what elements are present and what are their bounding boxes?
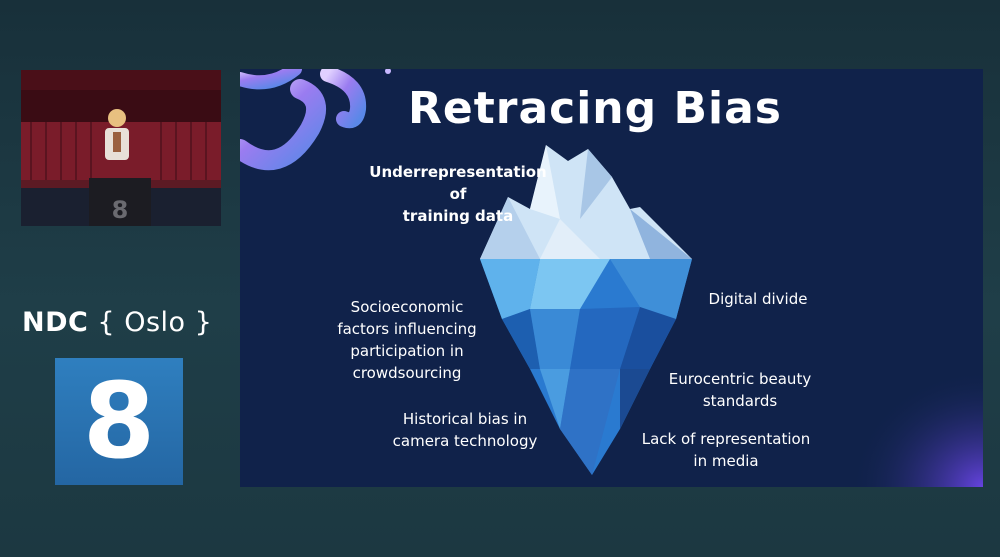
label-line: Lack of representation: [641, 430, 811, 448]
label-eurocentric-beauty: Eurocentric beauty standards: [660, 368, 820, 412]
label-line: standards: [702, 392, 778, 410]
label-line: crowdsourcing: [352, 364, 462, 382]
iceberg-illustration: [480, 145, 692, 475]
label-line: Digital divide: [708, 290, 808, 308]
brace-close: }: [194, 307, 213, 338]
podium-number: 8: [112, 196, 129, 224]
label-training-data: Underrepresentation of training data: [360, 161, 556, 227]
label-line: Socioeconomic: [350, 298, 464, 316]
label-line: Eurocentric beauty: [668, 370, 812, 388]
label-line: factors influencing: [337, 320, 477, 338]
label-line: participation in: [350, 342, 464, 360]
slide-artwork: [240, 69, 983, 487]
stage-scene: 8: [21, 70, 221, 226]
brand-name: NDC: [22, 307, 89, 338]
conference-brand: NDC { Oslo }: [22, 307, 222, 338]
label-line: training data: [402, 207, 514, 225]
slide-title: Retracing Bias: [408, 83, 782, 134]
chrome-ribbon-decoration: [240, 69, 391, 171]
label-socioeconomic: Socioeconomic factors influencing partic…: [332, 296, 482, 384]
label-digital-divide: Digital divide: [698, 288, 818, 310]
brace-open: {: [97, 307, 116, 338]
label-line: Historical bias in: [402, 410, 528, 428]
label-line: in media: [693, 452, 759, 470]
label-line: Underrepresentation of: [369, 163, 547, 203]
presentation-slide: Retracing Bias Underrepresentation of tr…: [240, 69, 983, 487]
speaker-video-feed: 8: [21, 70, 221, 226]
label-media-representation: Lack of representation in media: [631, 428, 821, 472]
label-historical-bias: Historical bias in camera technology: [380, 408, 550, 452]
brand-city: Oslo: [124, 307, 186, 338]
room-number-tile: 8: [55, 358, 183, 485]
label-line: camera technology: [392, 432, 538, 450]
